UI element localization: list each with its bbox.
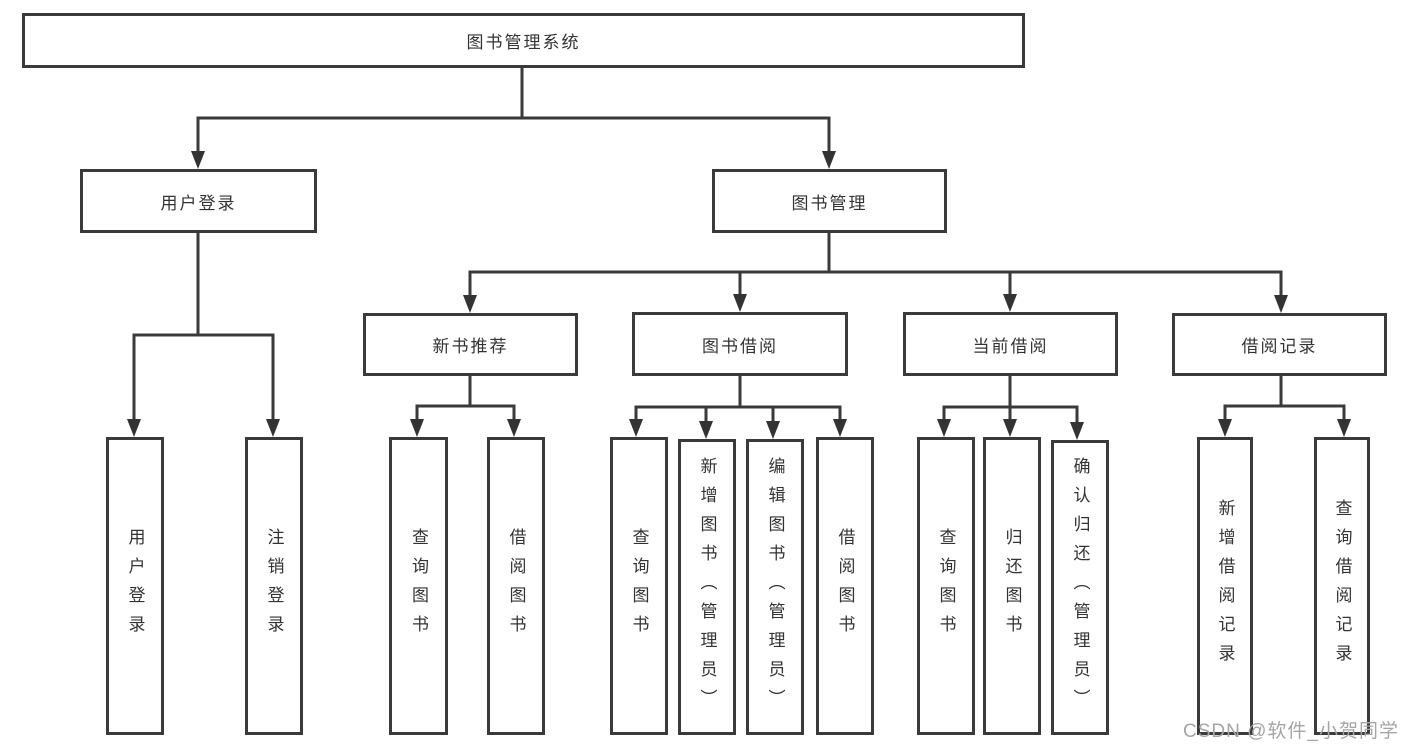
node-label: 查询图书 <box>629 528 649 644</box>
node-user-login: 用户登录 <box>80 169 317 233</box>
node-label: 新增图书（管理员） <box>697 456 717 718</box>
node-label: 借阅图书 <box>835 528 855 644</box>
node-label: 当前借阅 <box>972 336 1049 356</box>
node-leaf-user-login: 用户登录 <box>106 437 164 735</box>
arrowhead-icon <box>822 151 836 169</box>
arrowhead-icon <box>1003 294 1017 312</box>
node-bb-borrow-books: 借阅图书 <box>816 437 874 735</box>
node-nbr-query-books: 查询图书 <box>389 437 448 735</box>
node-library-management-system: 图书管理系统 <box>22 13 1025 68</box>
node-br-add-record: 新增借阅记录 <box>1197 437 1253 735</box>
node-label: 查询图书 <box>409 528 428 644</box>
node-label: 图书借阅 <box>702 336 778 356</box>
node-label: 图书管理 <box>791 193 868 213</box>
node-nbr-borrow-books: 借阅图书 <box>487 437 545 735</box>
node-label: 图书管理系统 <box>466 33 581 52</box>
arrowhead-icon <box>629 419 643 437</box>
arrowhead-icon <box>833 419 847 437</box>
arrowhead-icon <box>1070 422 1084 440</box>
watermark: CSDN @软件_小贺同学 <box>1183 721 1399 742</box>
node-label: 确认归还（管理员） <box>1070 457 1090 718</box>
arrowhead-icon <box>410 419 424 437</box>
node-label: 归还图书 <box>1002 528 1022 644</box>
node-label: 新书推荐 <box>432 337 509 356</box>
node-label: 注销登录 <box>264 528 284 644</box>
node-new-book-recommend: 新书推荐 <box>363 313 578 376</box>
node-label: 用户登录 <box>160 193 237 213</box>
arrowhead-icon <box>1274 295 1288 313</box>
node-cb-return-books: 归还图书 <box>983 437 1041 735</box>
node-br-query-record: 查询借阅记录 <box>1314 437 1370 735</box>
node-book-borrowing: 图书借阅 <box>632 312 848 376</box>
arrowhead-icon <box>191 151 205 169</box>
arrowhead-icon <box>937 419 951 437</box>
node-label: 查询借阅记录 <box>1332 499 1352 673</box>
node-bb-query-books: 查询图书 <box>610 437 668 735</box>
arrowhead-icon <box>266 419 280 437</box>
node-borrowing-records: 借阅记录 <box>1172 313 1387 376</box>
node-leaf-logout: 注销登录 <box>245 437 303 735</box>
arrowhead-icon <box>463 295 477 313</box>
arrowhead-icon <box>733 294 747 312</box>
arrowhead-icon <box>1337 419 1351 437</box>
node-bb-edit-books-admin: 编辑图书（管理员） <box>746 439 804 735</box>
arrowhead-icon <box>1218 419 1232 437</box>
node-label: 用户登录 <box>125 528 145 644</box>
node-current-borrowing: 当前借阅 <box>903 312 1118 376</box>
arrowhead-icon <box>507 419 521 437</box>
arrowhead-icon <box>766 421 780 439</box>
node-label: 借阅记录 <box>1241 337 1318 356</box>
node-cb-confirm-return-admin: 确认归还（管理员） <box>1051 440 1109 735</box>
node-label: 新增借阅记录 <box>1215 499 1235 673</box>
arrowhead-icon <box>1003 419 1017 437</box>
node-book-management: 图书管理 <box>712 169 947 233</box>
arrowhead-icon <box>127 419 141 437</box>
node-cb-query-books: 查询图书 <box>917 437 975 735</box>
node-label: 查询图书 <box>936 528 956 644</box>
node-label: 借阅图书 <box>506 528 526 644</box>
node-bb-add-books-admin: 新增图书（管理员） <box>678 439 736 735</box>
node-label: 编辑图书（管理员） <box>765 456 785 718</box>
arrowhead-icon <box>699 421 713 439</box>
